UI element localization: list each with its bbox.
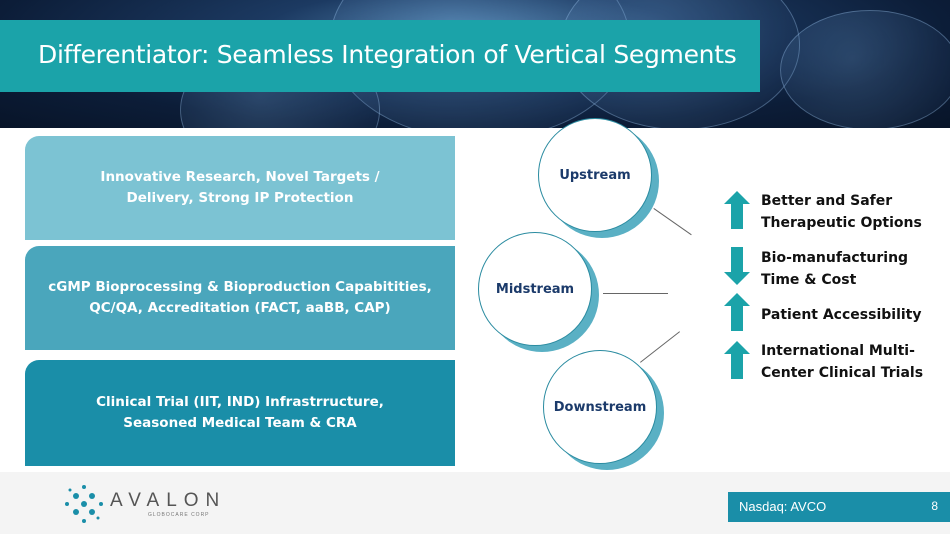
arrow-up-icon bbox=[724, 341, 750, 379]
connector-line bbox=[640, 331, 681, 363]
slide-title: Differentiator: Seamless Integration of … bbox=[0, 20, 760, 92]
segment-line: cGMP Bioprocessing & Bioproduction Capab… bbox=[48, 279, 432, 295]
segment-line: Delivery, Strong IP Protection bbox=[126, 190, 354, 206]
ticker-text: Nasdaq: AVCO bbox=[739, 499, 827, 514]
logo-text: AVALON bbox=[110, 490, 227, 511]
segment-line: Clinical Trial (IIT, IND) Infrastrructur… bbox=[96, 394, 384, 410]
segment-line: QC/QA, Accreditation (FACT, aaBB, CAP) bbox=[89, 300, 391, 316]
segment-line: Innovative Research, Novel Targets / bbox=[100, 169, 380, 185]
segment-research: Innovative Research, Novel Targets / Deli… bbox=[25, 136, 455, 240]
ticker-badge: Nasdaq: AVCO 8 bbox=[728, 492, 950, 522]
stage-upstream: Upstream bbox=[538, 118, 652, 232]
segment-bioprocessing: cGMP Bioprocessing & Bioproduction Capab… bbox=[25, 246, 455, 350]
arrow-up-icon bbox=[724, 191, 750, 229]
arrow-up-icon bbox=[724, 293, 750, 331]
benefit-accessibility: Patient Accessibility bbox=[761, 307, 922, 323]
segment-clinical: Clinical Trial (IIT, IND) Infrastrructur… bbox=[25, 360, 455, 466]
avalon-logo-icon bbox=[65, 485, 103, 523]
page-number: 8 bbox=[931, 499, 938, 513]
stage-downstream: Downstream bbox=[543, 350, 657, 464]
stage-midstream: Midstream bbox=[478, 232, 592, 346]
segment-line: Seasoned Medical Team & CRA bbox=[123, 415, 357, 431]
arrow-down-icon bbox=[724, 247, 750, 285]
benefit-clinical-trials: International Multi-Center Clinical Tria… bbox=[761, 343, 924, 381]
logo-subtext: GLOBOCARE CORP bbox=[148, 512, 210, 518]
connector-line bbox=[653, 208, 692, 236]
connector-line bbox=[603, 293, 668, 294]
